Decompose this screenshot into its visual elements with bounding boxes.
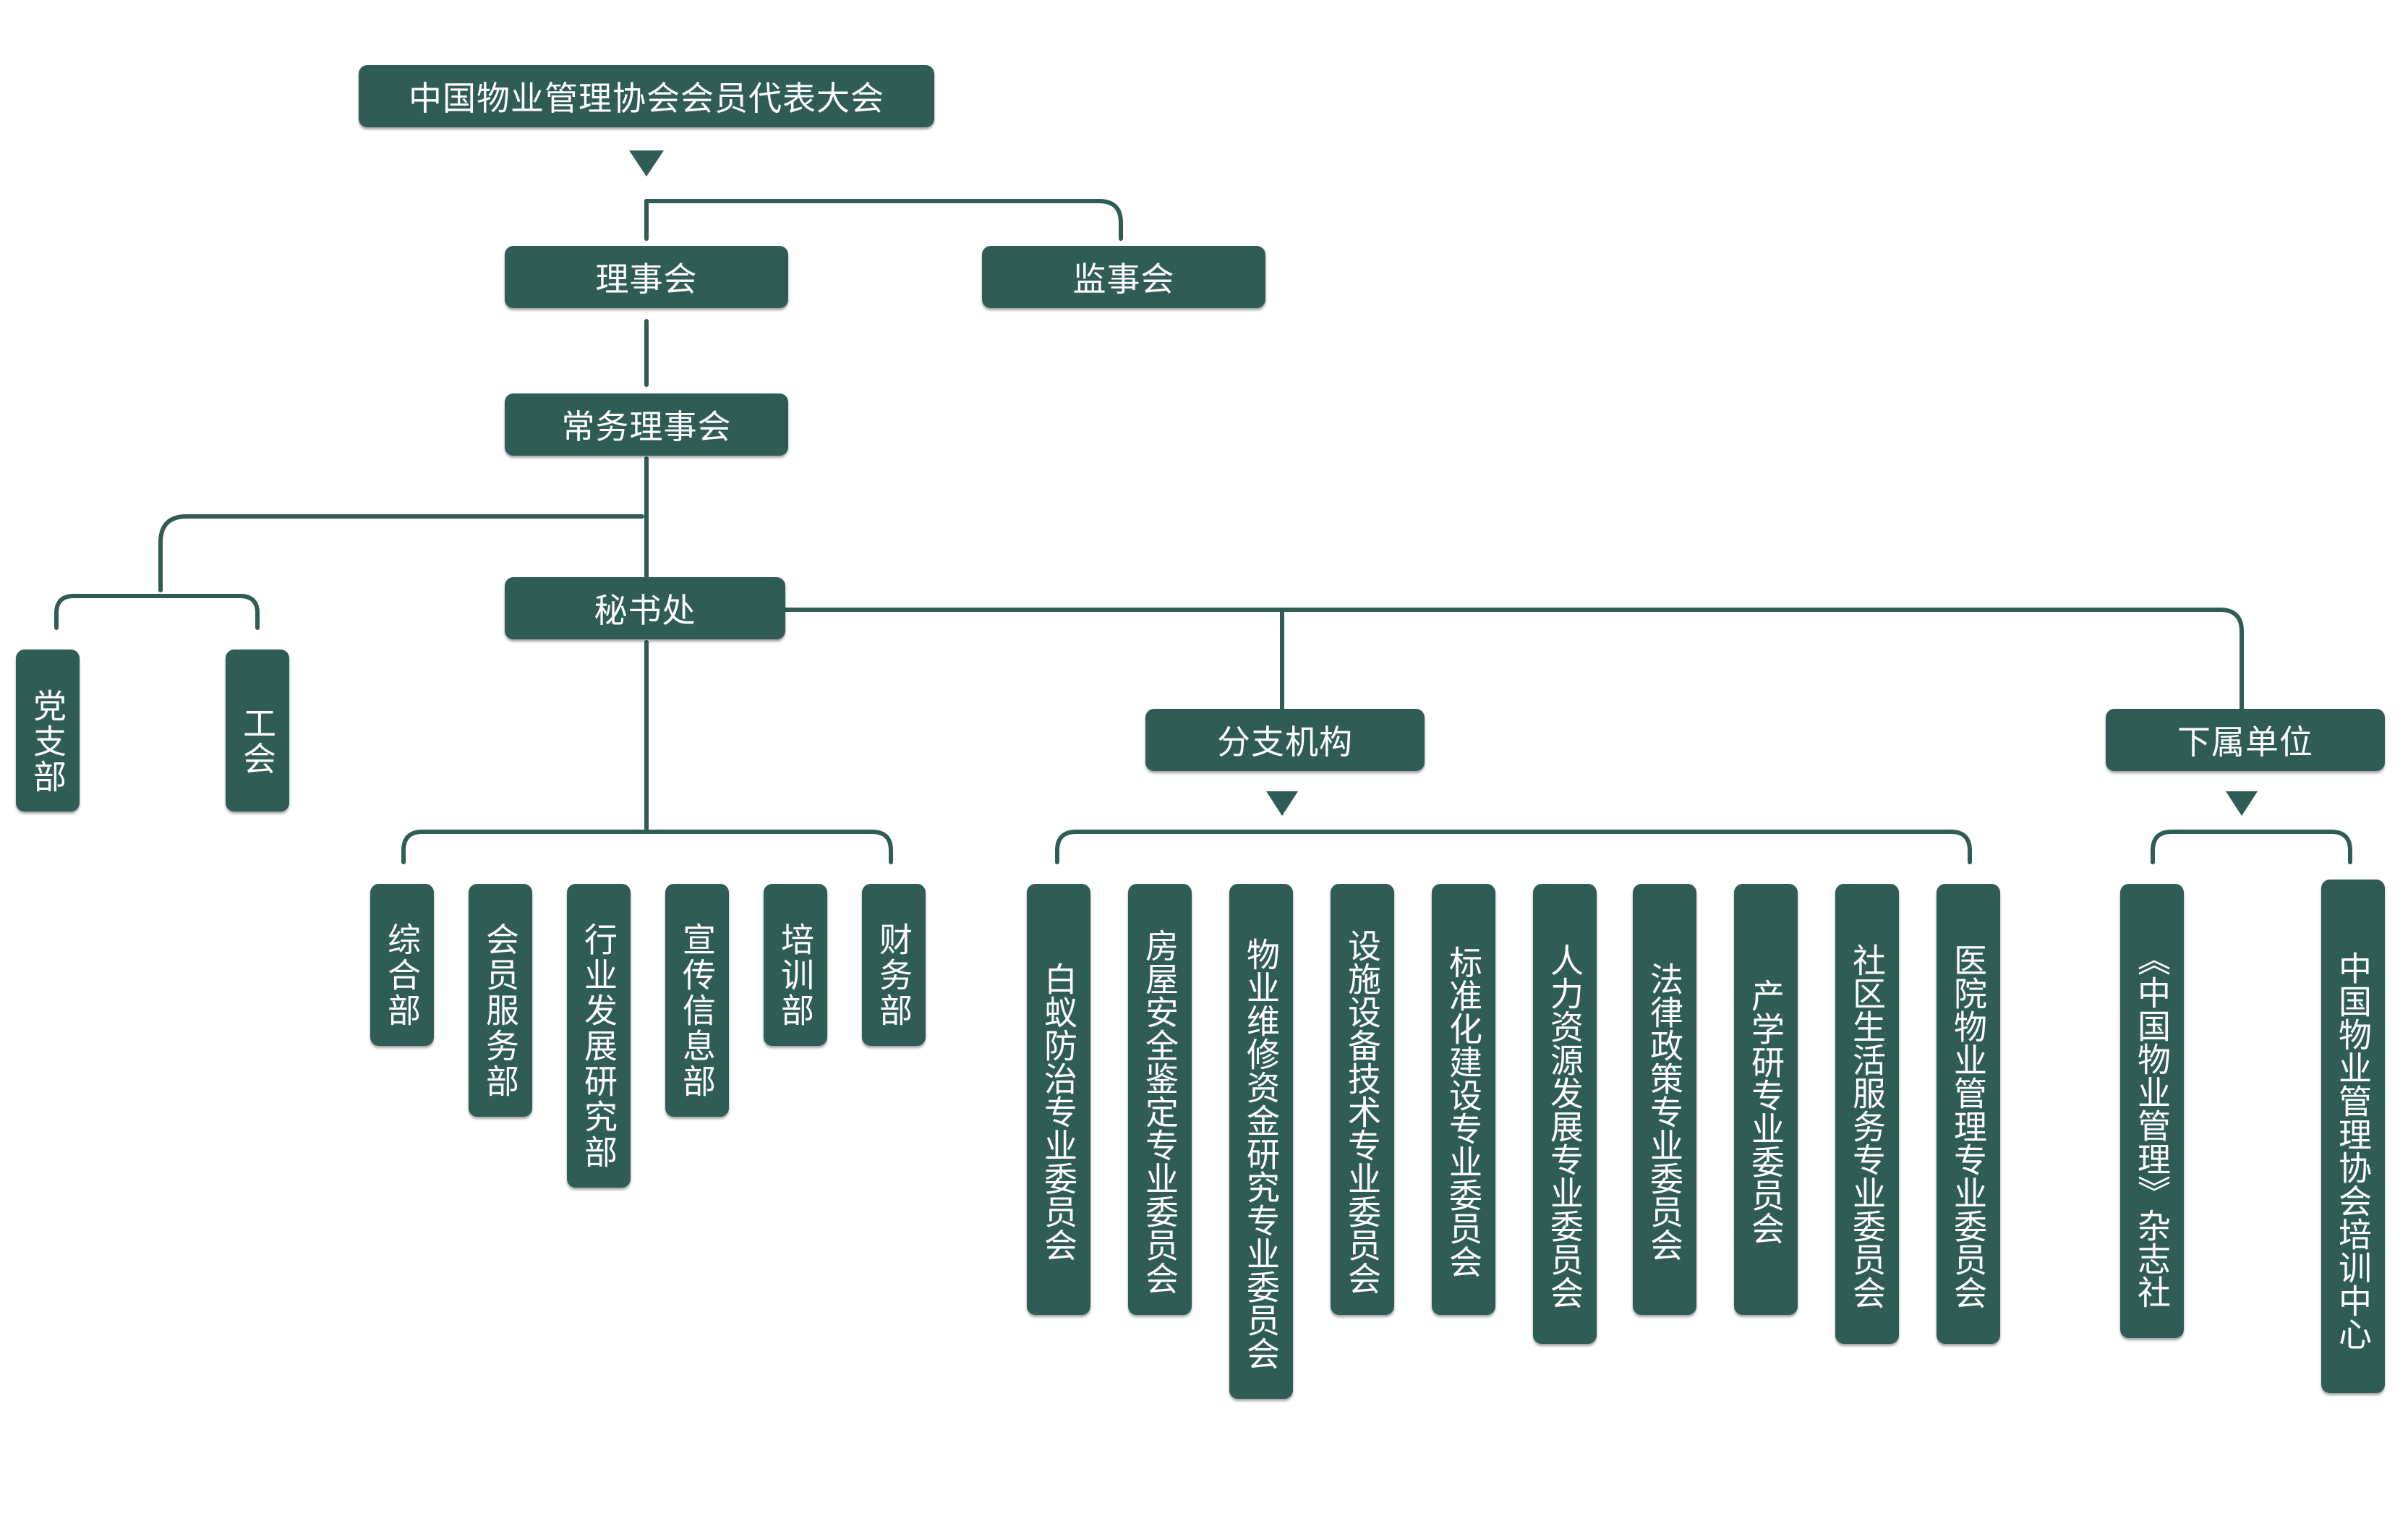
- node-department: 财务部: [862, 884, 926, 1046]
- connector-standing-to-party: [158, 514, 644, 592]
- connector-party-bracket: [54, 594, 260, 630]
- node-committee: 设施设备技术专业委员会: [1331, 884, 1394, 1315]
- node-committee: 社区生活服务专业委员会: [1835, 884, 1899, 1344]
- node-department: 会员服务部: [469, 884, 532, 1117]
- connector-departments-bracket: [401, 830, 893, 864]
- node-committee: 医院物业管理专业委员会: [1937, 884, 2000, 1344]
- node-subsidiary-units: 下属单位: [2106, 709, 2385, 771]
- node-union: 工会: [226, 650, 289, 812]
- node-committee: 人力资源发展专业委员会: [1533, 884, 1597, 1344]
- node-department: 行业发展研究部: [567, 884, 631, 1188]
- node-committee: 白蚁防治专业委员会: [1027, 884, 1090, 1315]
- arrow-down-icon: [629, 150, 664, 176]
- node-standing-council: 常务理事会: [505, 393, 788, 456]
- connector-committees-bracket: [1055, 830, 1972, 864]
- node-party-branch: 党支部: [16, 650, 80, 812]
- arrow-down-icon: [2226, 791, 2258, 816]
- node-committee: 物业维修资金研究专业委员会: [1229, 884, 1293, 1399]
- node-assembly: 中国物业管理协会会员代表大会: [359, 65, 934, 127]
- node-department: 综合部: [370, 884, 434, 1046]
- connector-assembly-to-supervisory: [644, 199, 1123, 241]
- node-committee: 法律政策专业委员会: [1633, 884, 1696, 1315]
- arrow-down-icon: [1266, 791, 1298, 816]
- node-unit: 中国物业管理协会培训中心: [2321, 880, 2385, 1393]
- node-branch-institutions: 分支机构: [1145, 709, 1425, 771]
- node-unit: 《中国物业管理》杂志社: [2120, 884, 2184, 1338]
- node-secretariat: 秘书处: [505, 577, 785, 639]
- node-department: 宣传信息部: [665, 884, 729, 1117]
- node-committee: 标准化建设专业委员会: [1432, 884, 1495, 1315]
- connector-secretariat-to-branch: [782, 608, 2244, 712]
- node-committee: 房屋安全鉴定专业委员会: [1128, 884, 1192, 1315]
- node-supervisory: 监事会: [982, 246, 1265, 308]
- connector-units-bracket: [2151, 830, 2352, 864]
- node-department: 培训部: [764, 884, 827, 1046]
- node-committee: 产学研专业委员会: [1734, 884, 1798, 1315]
- node-council: 理事会: [505, 246, 788, 308]
